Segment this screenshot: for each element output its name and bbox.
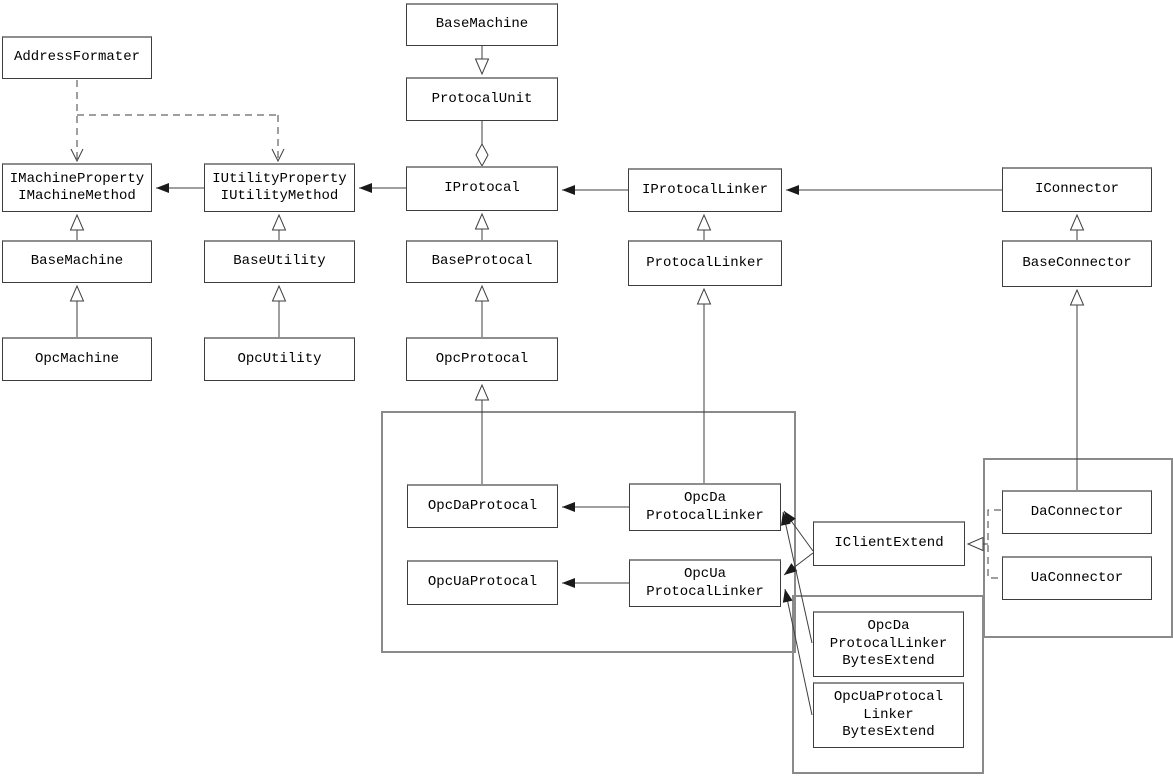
class-base-utility: BaseUtility — [204, 240, 355, 283]
container-opc-protocal-group — [381, 411, 796, 653]
class-base-protocal-label: BaseProtocal — [431, 253, 533, 270]
class-base-utility-label: BaseUtility — [233, 253, 326, 270]
class-opc-da-protocal-label: OpcDaProtocal — [427, 497, 538, 514]
class-protocal-unit-label: ProtocalUnit — [431, 90, 533, 107]
class-opc-da-protocal-linker-label: OpcDa ProtocalLinker — [646, 490, 764, 524]
class-protocal-linker: ProtocalLinker — [628, 240, 782, 286]
class-opc-utility: OpcUtility — [204, 337, 355, 381]
class-da-connector-label: DaConnector — [1030, 503, 1124, 520]
class-address-formater-label: AddressFormater — [13, 49, 141, 66]
class-opc-da-protocal-linker-bytes-extend: OpcDa ProtocalLinker BytesExtend — [813, 611, 964, 677]
class-iprotocal-linker: IProtocalLinker — [628, 168, 782, 212]
class-opc-ua-protocal: OpcUaProtocal — [407, 560, 558, 605]
class-opc-da-protocal-linker: OpcDa ProtocalLinker — [629, 483, 781, 531]
class-base-machine-left: BaseMachine — [2, 240, 152, 283]
container-bytes-extend-group — [792, 595, 984, 774]
class-opc-da-protocal-linker-bytes-extend-label: OpcDa ProtocalLinker BytesExtend — [829, 618, 948, 670]
edge-inheritance-lines — [69, 46, 1085, 490]
class-opc-ua-protocal-linker-bytes-extend: OpcUaProtocal Linker BytesExtend — [813, 682, 964, 748]
class-iutility-interface: IUtilityProperty IUtilityMethod — [204, 163, 355, 212]
class-base-protocal: BaseProtocal — [406, 240, 558, 283]
class-opc-ua-protocal-label: OpcUaProtocal — [427, 574, 538, 591]
class-base-machine-top-label: BaseMachine — [435, 16, 529, 33]
class-ua-connector-label: UaConnector — [1030, 569, 1124, 586]
class-opc-ua-protocal-linker-bytes-extend-label: OpcUaProtocal Linker BytesExtend — [833, 689, 944, 741]
class-base-machine-top: BaseMachine — [406, 3, 558, 46]
class-opc-protocal-label: OpcProtocal — [435, 350, 529, 367]
class-protocal-unit: ProtocalUnit — [406, 77, 558, 121]
class-opc-machine: OpcMachine — [2, 337, 152, 381]
class-protocal-linker-label: ProtocalLinker — [646, 254, 764, 271]
class-base-connector-label: BaseConnector — [1022, 255, 1132, 272]
edge-association-lines — [156, 183, 1002, 716]
class-ua-connector: UaConnector — [1002, 556, 1152, 600]
class-iconnector: IConnector — [1002, 167, 1152, 212]
container-connector-group — [983, 458, 1173, 638]
class-da-connector: DaConnector — [1002, 490, 1152, 534]
class-iprotocal-linker-label: IProtocalLinker — [641, 181, 769, 198]
class-opc-da-protocal: OpcDaProtocal — [407, 484, 558, 528]
class-opc-utility-label: OpcUtility — [237, 350, 322, 367]
class-opc-ua-protocal-linker: OpcUa ProtocalLinker — [629, 559, 781, 607]
class-iconnector-label: IConnector — [1034, 181, 1119, 198]
class-opc-machine-label: OpcMachine — [34, 350, 119, 367]
edge-protocalunit-aggregates-iprotocal — [475, 121, 489, 168]
class-imachine-interface-label: IMachineProperty IMachineMethod — [9, 170, 145, 205]
class-opc-ua-protocal-linker-label: OpcUa ProtocalLinker — [646, 566, 764, 600]
class-imachine-interface: IMachineProperty IMachineMethod — [2, 163, 152, 212]
class-iclient-extend: IClientExtend — [813, 521, 965, 566]
class-base-machine-left-label: BaseMachine — [30, 253, 124, 270]
class-iprotocal-label: IProtocal — [444, 180, 520, 197]
class-base-connector: BaseConnector — [1002, 240, 1152, 287]
class-iutility-interface-label: IUtilityProperty IUtilityMethod — [212, 170, 347, 205]
class-iprotocal: IProtocal — [406, 166, 558, 211]
edge-connectors-realize-iclientextend — [966, 509, 1001, 579]
class-opc-protocal: OpcProtocal — [406, 337, 558, 381]
class-iclient-extend-label: IClientExtend — [834, 535, 944, 552]
edge-addressformater-dependencies — [70, 80, 285, 163]
class-address-formater: AddressFormater — [2, 36, 152, 79]
